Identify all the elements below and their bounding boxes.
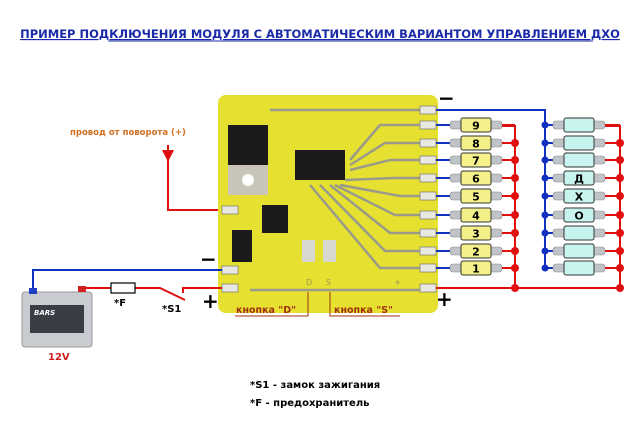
fuse-label: *F [114,298,126,309]
junction-dot [511,139,519,147]
battery-icon: BARS [21,286,93,348]
led-label: 6 [472,173,480,186]
led-label: Д [574,173,584,186]
led-drl [552,152,606,168]
junction-dot [541,174,549,182]
diagram-title: ПРИМЕР ПОДКЛЮЧЕНИЯ МОДУЛЯ С АВТОМАТИЧЕСК… [20,27,620,41]
junction-dot [541,229,549,237]
junction-dot [511,264,519,272]
led-label: 9 [472,120,480,133]
led-numbered: 3 [449,225,503,241]
led-drl [552,260,606,276]
silkscreen-plus: + [394,278,402,288]
led-numbered: 1 [449,260,503,276]
legend-s1: *S1 - замок зажигания [250,380,380,391]
positive-wire-to-pcb [182,287,222,293]
junction-dot [616,247,624,255]
plus-sign-left: + [202,289,219,313]
junction-dot [616,211,624,219]
switch-label: *S1 [162,304,181,315]
control-module-pcb: D S + [218,95,438,313]
junction-dot [541,211,549,219]
led-numbered: 6 [449,170,503,186]
led-label: 3 [472,228,480,241]
button-d-pointer [235,292,309,317]
fuse-icon [110,282,136,294]
led-label: 1 [472,263,480,276]
junction-dot [511,247,519,255]
junction-dot [511,174,519,182]
silkscreen-s: S [326,278,331,287]
led-drl: Д [552,170,606,186]
led-label: О [574,210,583,223]
led-drl [552,135,606,151]
junction-dot [511,229,519,237]
junction-dot [541,247,549,255]
button-s-pointer [329,292,400,317]
led-array: 9 8 7 6 Д 5 Х 4 О 3 2 1 [436,109,624,292]
junction-dot [541,264,549,272]
junction-dot [616,139,624,147]
junction-dot [616,284,624,292]
turn-signal-wire [167,145,230,211]
positive-wire-to-switch [82,287,186,301]
led-drl: Х [552,188,606,204]
button-d-label: кнопка "D" [236,305,296,316]
led-numbered: 4 [449,207,503,223]
junction-dot [541,121,549,129]
minus-sign-left: − [200,247,217,271]
junction-dot [616,192,624,200]
microcontroller-chip [295,150,345,180]
minus-sign-right: − [438,86,455,110]
led-numbered: 5 [449,188,503,204]
battery-brand: BARS [34,309,55,317]
led-label: 4 [472,210,480,223]
button-d[interactable] [302,240,315,262]
junction-dot [511,156,519,164]
junction-dot [511,211,519,219]
positive-bus-left [500,125,516,288]
led-drl: О [552,207,606,223]
junction-dot [616,174,624,182]
junction-dot [616,264,624,272]
legend-f: *F - предохранитель [250,398,369,409]
battery-voltage: 12V [48,352,70,363]
junction-dot [541,192,549,200]
button-s-label: кнопка "S" [334,305,393,316]
junction-dot [616,229,624,237]
led-numbered: 8 [449,135,503,151]
led-label: Х [575,191,584,204]
arrow-down-icon [162,150,174,162]
plus-sign-right: + [436,287,453,311]
junction-dot [616,156,624,164]
led-label: 5 [472,191,480,204]
led-label: 7 [472,155,480,168]
led-drl [552,225,606,241]
led-numbered: 9 [449,117,503,133]
silkscreen-d: D [306,278,312,287]
led-numbered: 7 [449,152,503,168]
led-label: 2 [472,246,480,259]
led-numbered: 2 [449,243,503,259]
button-s[interactable] [323,240,336,262]
negative-wire [32,269,222,292]
led-drl [552,117,606,133]
junction-dot [541,139,549,147]
regulator-chip [228,125,268,170]
turn-signal-label: провод от поворота (+) [70,128,186,138]
led-drl [552,243,606,259]
junction-dot [541,156,549,164]
led-label: 8 [472,138,480,151]
junction-dot [511,284,519,292]
negative-bus [436,109,555,269]
junction-dot [511,192,519,200]
